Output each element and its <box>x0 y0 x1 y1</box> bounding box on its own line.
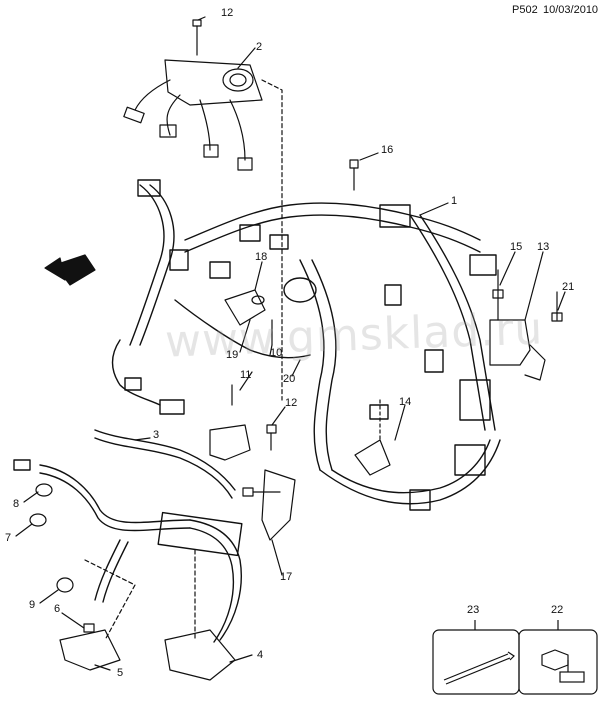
part-18-bracket <box>224 289 273 346</box>
callout-17: 17 <box>280 571 293 583</box>
part-12-bolt-top <box>192 19 202 56</box>
inset-frames <box>432 620 598 695</box>
callout-18: 18 <box>255 251 268 263</box>
callout-14: 14 <box>399 396 412 408</box>
callout-4: 4 <box>257 649 264 661</box>
callout-19: 19 <box>226 349 239 361</box>
diagram-date: 10/03/2010 <box>543 4 599 16</box>
callout-11: 11 <box>240 369 252 381</box>
callout-6: 6 <box>54 603 61 615</box>
part-11-bracket <box>209 384 277 461</box>
callout-1: 1 <box>451 195 458 207</box>
part-13-bracket <box>489 269 563 381</box>
part-14-bracket <box>354 399 391 476</box>
callout-20: 20 <box>283 373 296 385</box>
diagram-code: P502 <box>512 4 538 16</box>
callout-15: 15 <box>510 241 523 253</box>
callout-22: 22 <box>551 604 564 616</box>
part-17-bracket <box>242 469 296 541</box>
callout-9: 9 <box>29 599 36 611</box>
callout-12-top: 12 <box>221 7 234 19</box>
callout-21: 21 <box>562 281 575 293</box>
part-4-bracket <box>164 629 236 681</box>
callout-8: 8 <box>13 498 20 510</box>
callout-7: 7 <box>5 532 12 544</box>
callout-12-mid: 12 <box>285 397 298 409</box>
part-8-grommet <box>35 483 53 497</box>
part-2-ignition-bracket <box>123 59 263 171</box>
part-7-grommet <box>29 513 47 527</box>
part-3-ground-harness <box>13 429 243 643</box>
callout-10: 10 <box>270 347 283 359</box>
part-5-bracket <box>59 629 121 671</box>
part-22-bolt <box>541 649 585 683</box>
part-9-grommet <box>56 577 74 593</box>
part-16-bolt <box>349 159 359 191</box>
part-1-engine-harness <box>111 179 501 511</box>
callout-5: 5 <box>117 667 124 679</box>
callout-16: 16 <box>381 144 394 156</box>
callout-3: 3 <box>153 429 160 441</box>
callout-13: 13 <box>537 241 550 253</box>
callout-23: 23 <box>467 604 480 616</box>
part-23-cable-tie <box>443 651 515 685</box>
front-arrow-icon <box>44 254 96 286</box>
part-6-nut <box>83 623 95 633</box>
callout-2: 2 <box>256 41 263 53</box>
